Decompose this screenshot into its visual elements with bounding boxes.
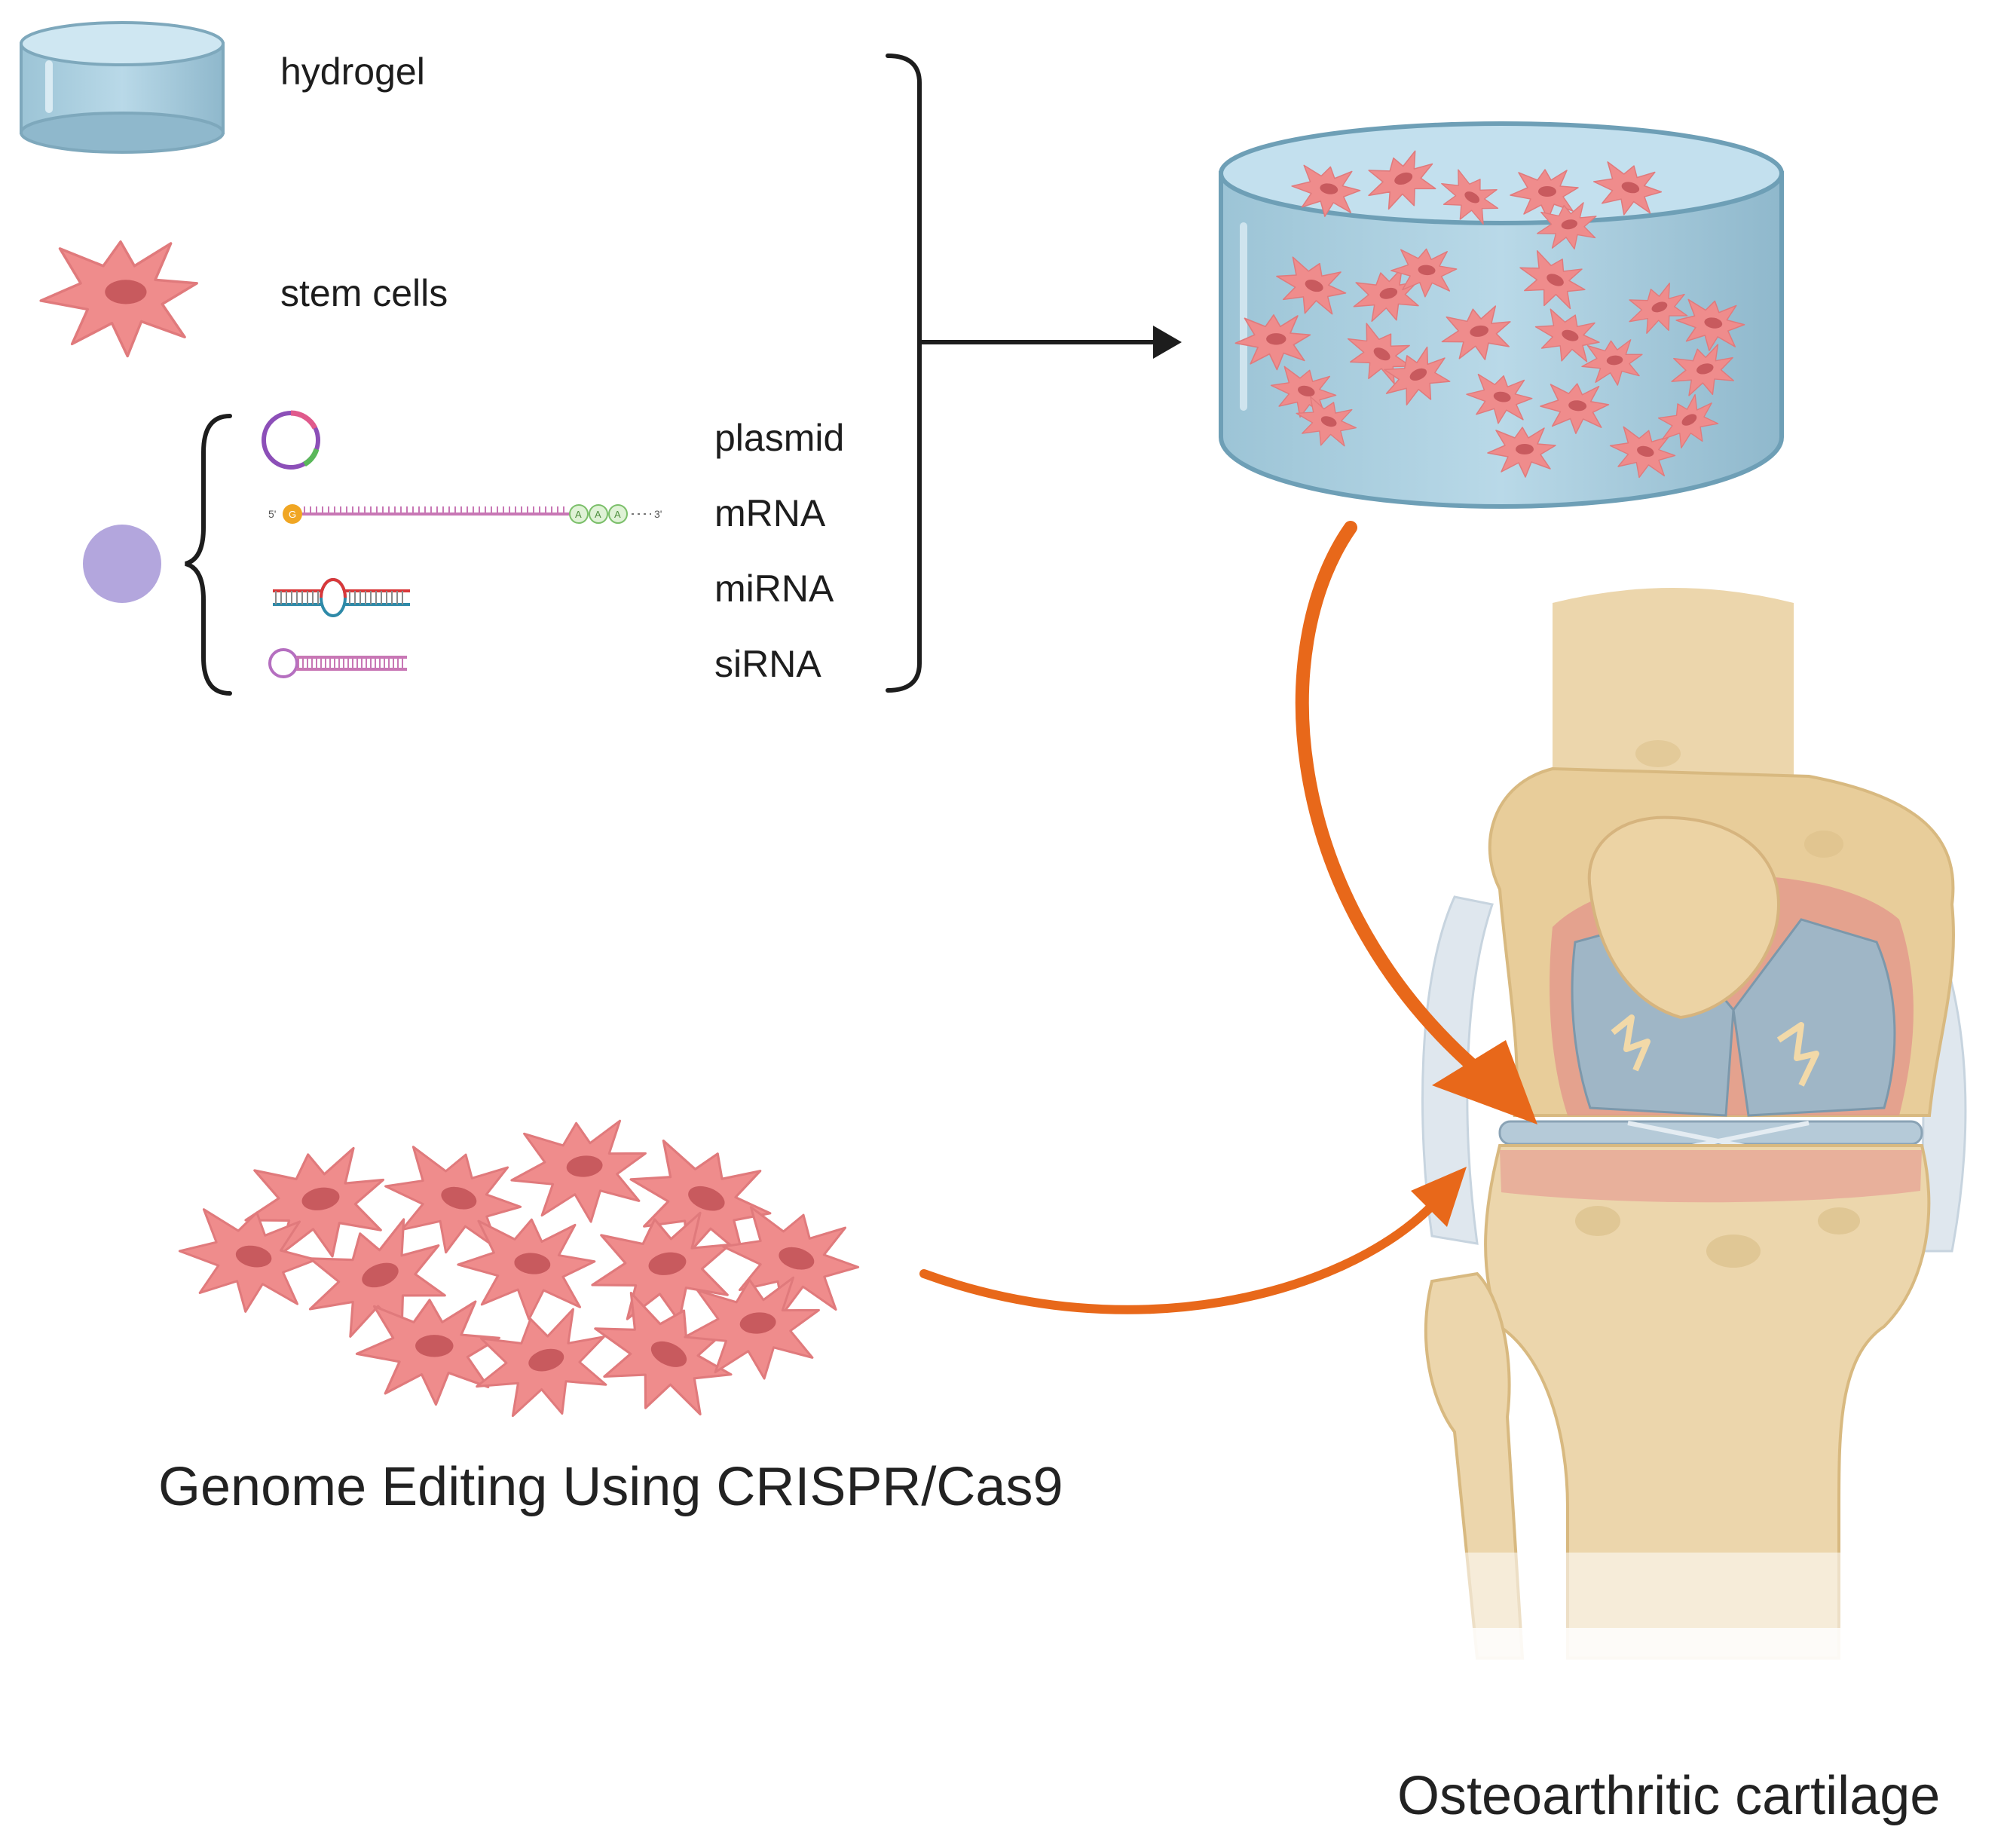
cell-laden-hydrogel — [1219, 121, 1784, 509]
poly-a-tail: A A A — [569, 504, 628, 524]
hydrogel-label: hydrogel — [280, 50, 425, 93]
hydrogel-icon — [20, 21, 225, 154]
combine-arrow-head — [1153, 326, 1182, 359]
mrna-icon: 5' G A A A 3' — [268, 504, 662, 524]
sirna-label: siRNA — [714, 643, 821, 685]
svg-text:A: A — [614, 509, 621, 520]
stem-cell-icon — [39, 240, 198, 358]
mirna-icon — [273, 578, 410, 617]
nucleic-acid-brace — [185, 414, 232, 696]
genome-editing-caption: Genome Editing Using CRISPR/Cas9 — [158, 1457, 1063, 1517]
edited-cell-10 — [355, 1299, 500, 1406]
edited-cell-3 — [506, 1116, 653, 1230]
cell-delivery-arrowhead — [1411, 1167, 1467, 1227]
vector-particle-icon — [83, 525, 161, 603]
svg-text:A: A — [595, 509, 601, 520]
hydrogel-delivery-arrow — [1295, 521, 1491, 1083]
osteoarthritic-knee — [1417, 588, 1967, 1703]
osteoarthritic-cartilage-caption: Osteoarthritic cartilage — [1397, 1766, 1941, 1826]
edited-cell-11 — [462, 1300, 622, 1434]
mrna-cap-label: G — [289, 509, 296, 520]
sirna-icon — [268, 648, 407, 678]
mrna-label: mRNA — [714, 492, 826, 534]
svg-text:A: A — [575, 509, 582, 520]
mrna-three-prime-label: 3' — [654, 508, 662, 520]
combination-bracket — [886, 54, 922, 693]
plasmid-icon — [262, 410, 320, 470]
cell-delivery-arrow — [919, 1201, 1436, 1314]
stem-cells-label: stem cells — [280, 272, 448, 314]
mirna-label: miRNA — [714, 568, 834, 610]
edited-stem-cell-cluster — [170, 1116, 869, 1436]
hydrogel-delivery-arrowhead — [1432, 1040, 1537, 1124]
mrna-five-prime-label: 5' — [268, 508, 276, 520]
plasmid-label: plasmid — [714, 417, 845, 459]
